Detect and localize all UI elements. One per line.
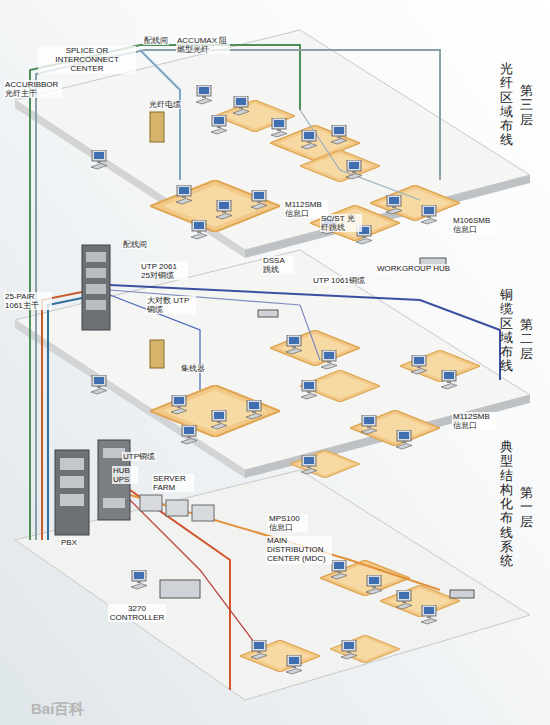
callout-label: WORKGROUP HUB [376,264,451,273]
callout-label: M106SMB 信息口 [452,216,496,234]
floor-label: 典型结构化布线系统 [500,440,513,569]
callout-label: UTP 1061铜缆 [312,276,366,285]
callout-label: M112SMB 信息口 [452,412,496,430]
callout-label: 集线器 [180,364,206,373]
floor-label: 第三层 [520,84,533,127]
cable-runs [30,45,500,690]
watermark: Bai百科 [30,700,85,717]
callout-label: 光纤电缆 [148,100,182,109]
callout-label: MAIN DISTRIBUTION CENTER (MDC) [266,536,332,564]
floor-slab [15,30,530,250]
callout-label: DSSA 跳线 [262,256,294,274]
workstations [91,85,457,674]
callout-label: 25-PAIR 1061主干 [4,292,52,310]
callout-label: HUB UPS [112,466,138,484]
callout-label: MPS100 信息口 [268,514,308,532]
callout-label: 3270 CONTROLLER [108,604,166,622]
callout-label: SERVER FARM [152,474,194,492]
callout-label: UTP 2061 25对铜缆 [140,262,188,280]
floor-label: 第一层 [520,486,533,529]
callout-label: PBX [60,538,78,547]
callout-label: 配线间 [122,240,148,249]
floor-label: 第二层 [520,318,533,361]
floor-label: 光纤区域布线 [500,62,513,148]
callout-label: SC/ST 光纤跳线 [320,214,362,232]
floor-slab [15,470,530,700]
equipment-racks [55,112,474,598]
callout-label: 大对数 UTP铜缆 [146,296,196,314]
callout-label: 配线间 [143,36,169,45]
callout-label: UTP铜缆 [122,452,156,461]
callout-label: SPLICE OR INTERCONNECT CENTER [38,46,136,74]
callout-label: ACCURIBBOR 光纤主干 [4,80,62,98]
callout-label: ACCUMAX 阻燃型光纤 [176,36,230,54]
floor-label: 铜缆区域布线 [500,288,513,374]
